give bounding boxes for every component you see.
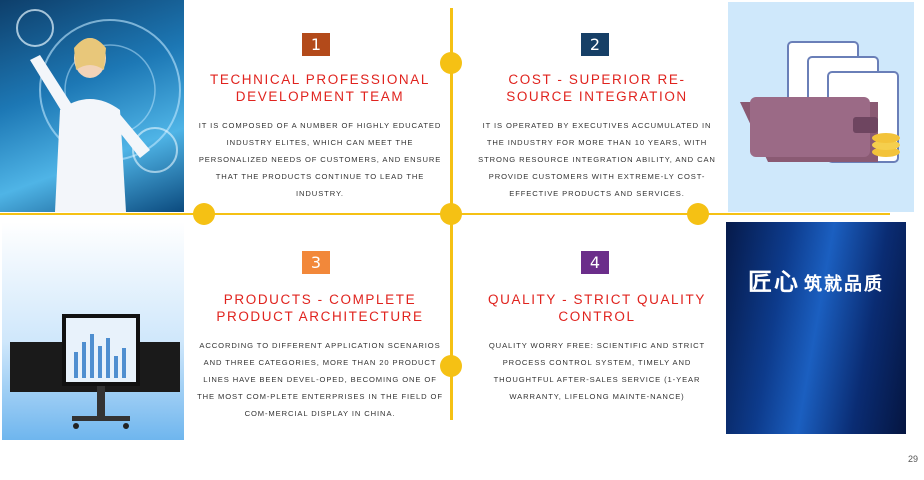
section-body: IT IS COMPOSED OF A NUMBER OF HIGHLY EDU…	[198, 121, 442, 198]
page-number: 29	[908, 454, 919, 464]
section-title: COST - SUPERIOR RE- SOURCE INTEGRATION	[506, 72, 688, 104]
divider-dot-right	[687, 203, 709, 225]
quality-brand-text: 匠心筑就品质	[748, 267, 884, 296]
divider-dot-left	[193, 203, 215, 225]
section-body: ACCORDING TO DIFFERENT APPLICATION SCENA…	[197, 341, 443, 418]
interactive-display-photo	[2, 222, 184, 440]
divider-dot-top	[440, 52, 462, 74]
section-body: IT IS OPERATED BY EXECUTIVES ACCUMULATED…	[478, 121, 716, 198]
divider-dot-center	[440, 203, 462, 225]
number-badge-3: 3	[302, 251, 330, 274]
wallet-illustration	[728, 2, 914, 212]
section-title: QUALITY - STRICT QUALITY CONTROL	[488, 292, 706, 324]
section-resource-integration: COST - SUPERIOR RE- SOURCE INTEGRATION I…	[474, 71, 720, 202]
section-body: QUALITY WORRY FREE: SCIENTIFIC AND STRIC…	[488, 341, 706, 401]
woman-touchscreen-photo	[0, 0, 184, 212]
number-badge-1: 1	[302, 33, 330, 56]
section-title: TECHNICAL PROFESSIONAL DEVELOPMENT TEAM	[210, 72, 430, 104]
number-badge-4: 4	[581, 251, 609, 274]
quality-brand-image: 匠心筑就品质	[726, 222, 906, 434]
number-badge-2: 2	[581, 33, 609, 56]
section-technical-team: TECHNICAL PROFESSIONAL DEVELOPMENT TEAM …	[196, 71, 444, 202]
divider-dot-bottom	[440, 355, 462, 377]
section-title: PRODUCTS - COMPLETE PRODUCT ARCHITECTURE	[216, 292, 424, 324]
section-product-architecture: PRODUCTS - COMPLETE PRODUCT ARCHITECTURE…	[196, 291, 444, 422]
section-quality-control: QUALITY - STRICT QUALITY CONTROL QUALITY…	[474, 291, 720, 405]
